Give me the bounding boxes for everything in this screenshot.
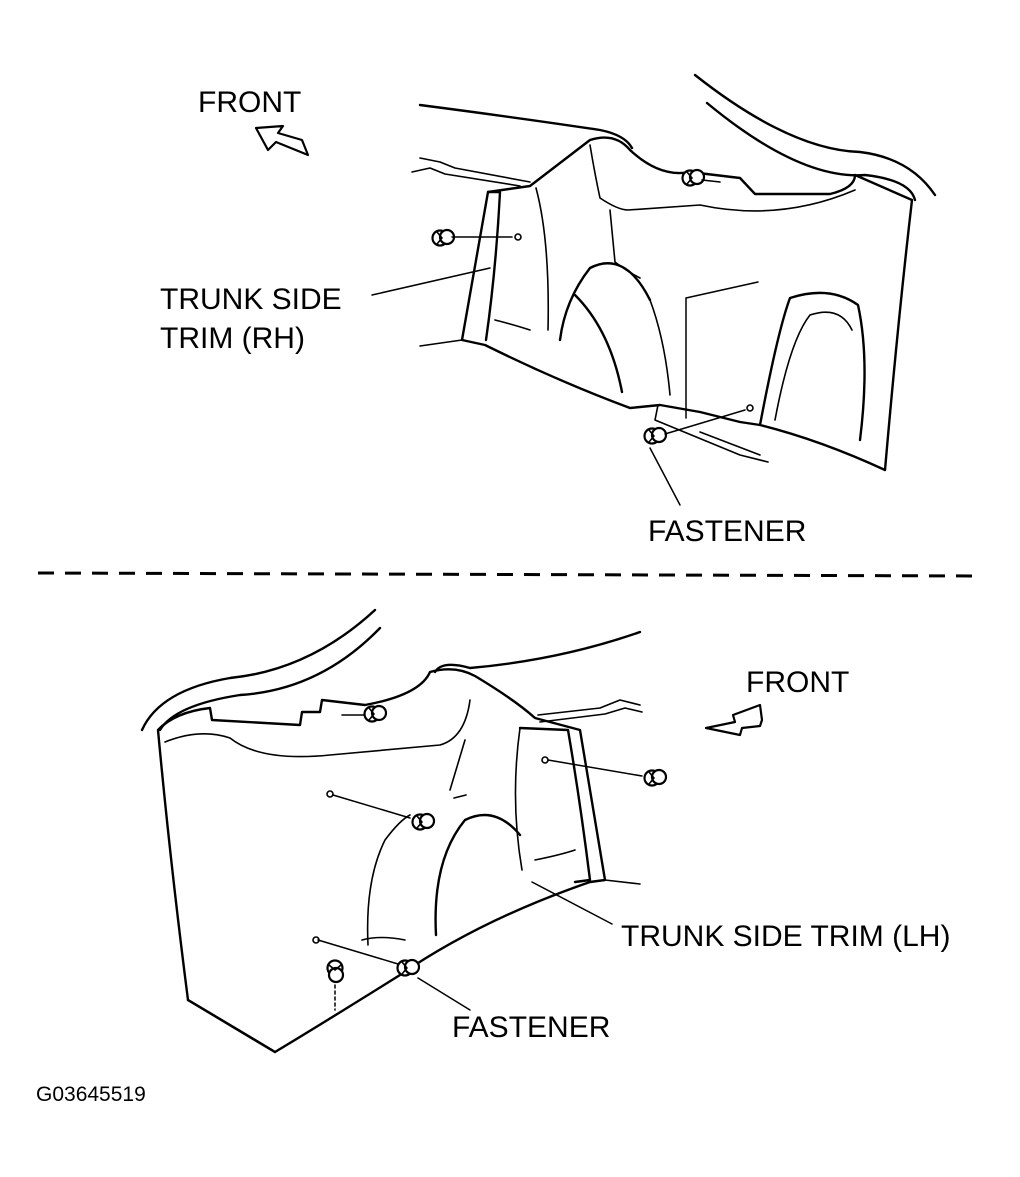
bottom-trim-label: TRUNK SIDE TRIM (LH) xyxy=(621,920,950,953)
top-front-flange xyxy=(484,190,502,342)
top-upper-crease xyxy=(589,144,856,212)
bottom-right-edge-line xyxy=(604,879,641,885)
bottom-floor-line2 xyxy=(361,936,406,941)
fastener-clip-icon xyxy=(326,959,345,984)
top-floor-line xyxy=(654,404,769,463)
bottom-fastener-hole-2 xyxy=(541,756,549,764)
bottom-trim-leader xyxy=(531,881,613,925)
top-left-edge-line xyxy=(419,339,463,347)
top-fastener-leader xyxy=(649,447,681,506)
top-floor-line2 xyxy=(699,431,761,456)
bottom-rear-shelf-line xyxy=(537,699,641,716)
fastener-clip-icon xyxy=(681,168,706,187)
bottom-fastener-hole-4 xyxy=(312,936,320,944)
bottom-fastener-leader xyxy=(417,977,471,1011)
bottom-wheelhouse-arc-outer xyxy=(366,814,411,946)
bottom-quarter-panel-inner xyxy=(158,626,382,732)
bottom-view-lh: FRONT TRUNK SIDE TRIM (LH) FASTENER xyxy=(140,608,950,1054)
top-fastener-label: FASTENER xyxy=(648,515,806,548)
top-fastener-guide-3 xyxy=(664,409,746,435)
top-trim-panel-outline xyxy=(460,136,914,472)
bottom-wheelhouse-dash xyxy=(453,794,467,799)
fastener-clip-icon xyxy=(411,812,436,831)
top-trim-label-line1: TRUNK SIDE xyxy=(160,283,342,316)
front-arrow-icon xyxy=(704,703,764,737)
top-fastener-hole-1 xyxy=(514,233,522,241)
top-trim-leader xyxy=(371,267,491,296)
top-flange-edge xyxy=(494,319,531,331)
top-view-rh: FRONT TRUNK SIDE TRIM (RH) FASTENER xyxy=(160,73,937,548)
top-rear-opening xyxy=(758,291,866,442)
front-arrow-icon xyxy=(254,124,310,157)
bottom-front-flange xyxy=(518,726,592,884)
bottom-fastener-label: FASTENER xyxy=(452,1011,610,1044)
fastener-clip-icon xyxy=(643,426,668,445)
top-quarter-panel-outer xyxy=(693,73,937,197)
bottom-floor-line xyxy=(186,998,277,1054)
bottom-fastener-guide-4 xyxy=(317,939,399,965)
bottom-flange-edge xyxy=(534,849,576,861)
top-fastener-hole-3 xyxy=(746,404,754,412)
bottom-trim-panel-outline xyxy=(156,668,607,1054)
bottom-fastener-guide-3 xyxy=(332,794,411,819)
top-wheelhouse-arc-inner xyxy=(573,293,624,394)
top-front-label: FRONT xyxy=(198,86,301,119)
fastener-clip-icon xyxy=(431,228,456,247)
bottom-body-line-upper xyxy=(433,630,642,674)
top-wheelhouse-arc-dash xyxy=(649,299,671,396)
top-body-line-upper xyxy=(418,103,634,150)
bottom-quarter-panel-outer xyxy=(140,608,377,732)
bottom-fastener-guide-2 xyxy=(547,759,643,777)
bottom-front-label: FRONT xyxy=(746,666,849,699)
fastener-clip-icon xyxy=(396,958,421,977)
bottom-wheelhouse-arc-inner xyxy=(434,813,522,937)
fastener-clip-icon xyxy=(643,768,668,787)
view-divider xyxy=(37,571,981,578)
top-flange-crease xyxy=(535,187,550,331)
top-quarter-panel-inner xyxy=(705,101,917,202)
top-rear-shelf-line xyxy=(419,157,531,183)
bottom-upper-crease2 xyxy=(449,739,466,791)
bottom-upper-crease xyxy=(164,699,471,758)
bottom-flange-crease xyxy=(514,727,523,871)
top-rear-shelf-line2 xyxy=(411,167,521,187)
bottom-fastener-hole-3 xyxy=(326,790,334,798)
top-fastener-guide-2 xyxy=(701,179,721,183)
top-fastener-guide-4 xyxy=(685,281,759,419)
top-wheelhouse-arc-outer xyxy=(558,262,652,342)
figure-code: G03645519 xyxy=(36,1083,146,1106)
fastener-clip-icon xyxy=(363,704,388,723)
bottom-rear-shelf-line2 xyxy=(539,707,643,723)
top-trim-label-line2: TRIM (RH) xyxy=(160,322,305,355)
top-rear-opening-inner xyxy=(774,311,853,421)
